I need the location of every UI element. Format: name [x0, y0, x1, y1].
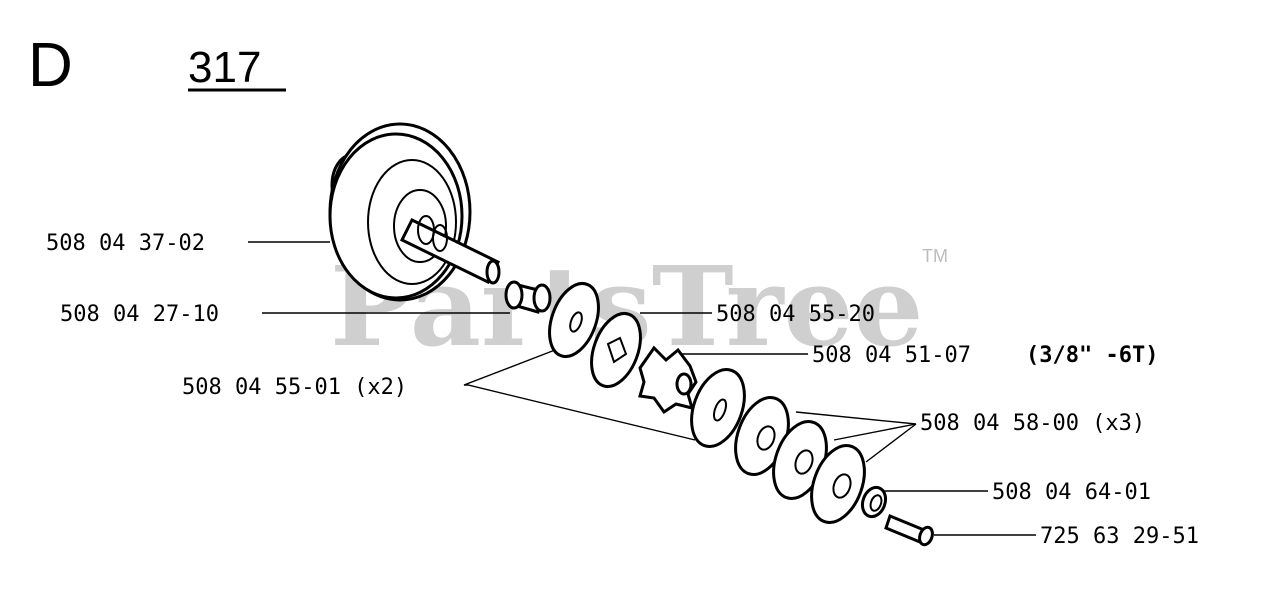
part-label-725-63-29-51: 725 63 29-51 — [1040, 524, 1199, 549]
page-number: 317 — [188, 43, 261, 92]
leader-lines — [248, 241, 1036, 536]
part-label-508-04-51-07: 508 04 51-07 — [812, 343, 971, 368]
bolt-29-51-drawing — [884, 514, 934, 547]
part-label-508-04-64-01: 508 04 64-01 — [992, 480, 1151, 505]
washer-55-01-b-drawing — [690, 368, 746, 448]
nut-64-01-drawing — [860, 485, 888, 519]
section-letter: D — [28, 31, 73, 100]
watermark-trademark: TM — [922, 246, 948, 266]
part-label-508-04-58-00: 508 04 58-00 (x3) — [920, 411, 1145, 436]
part-label-508-04-55-20: 508 04 55-20 — [716, 302, 875, 327]
part-label-508-04-37-02: 508 04 37-02 — [46, 231, 205, 256]
washer-55-01-a-drawing — [548, 282, 600, 358]
clutch-drum-drawing — [328, 122, 501, 302]
part-label-508-04-55-01: 508 04 55-01 (x2) — [182, 375, 407, 400]
part-label-508-04-27-10: 508 04 27-10 — [60, 302, 219, 327]
washer-55-20-drawing — [590, 312, 642, 388]
rim-sprocket-drawing — [638, 345, 698, 415]
part-note-sprocket-pitch: (3/8" -6T) — [1026, 343, 1158, 368]
washers-58-00-drawing — [734, 396, 866, 524]
needle-bearing-drawing — [504, 280, 552, 314]
